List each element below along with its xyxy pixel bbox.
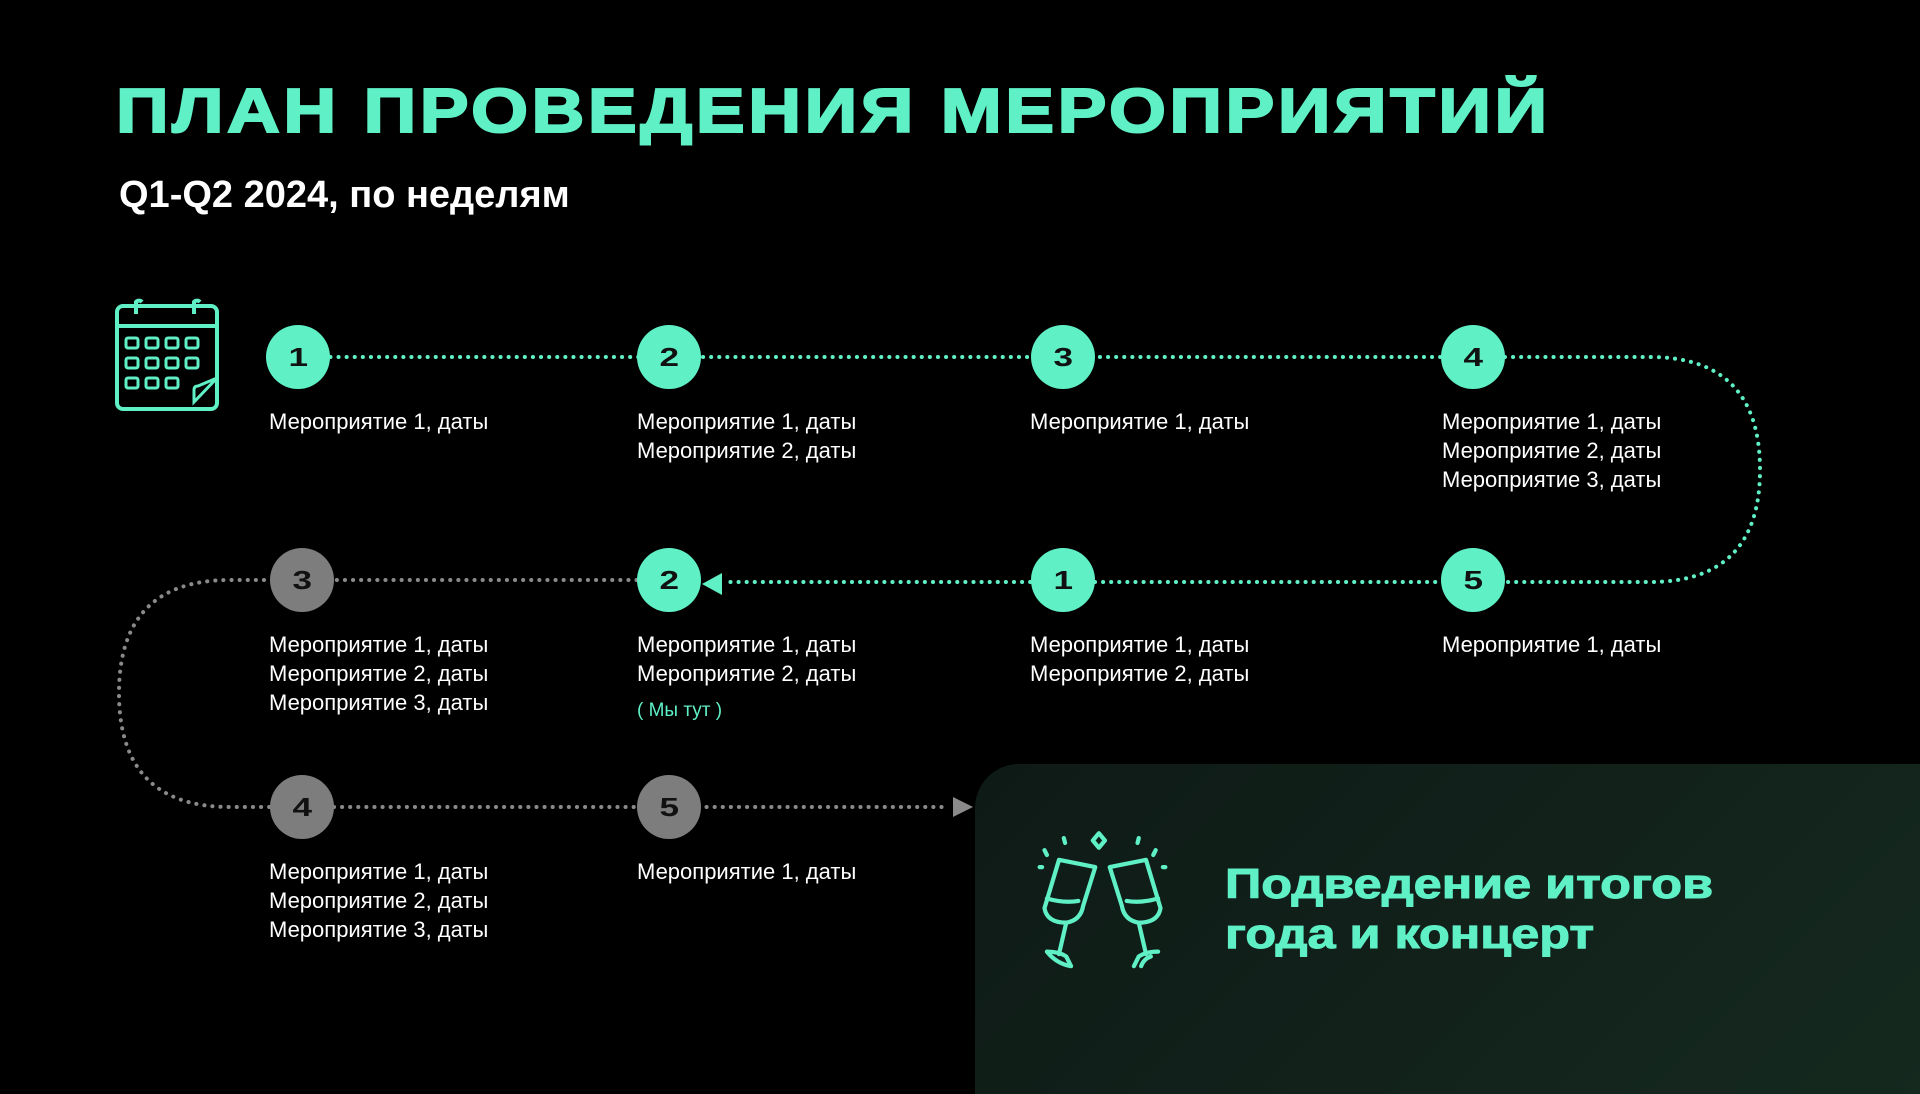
week-marker: 5 [637, 775, 701, 839]
calendar-icon [115, 298, 219, 411]
week-marker: 2 [637, 548, 701, 612]
page-subtitle: Q1-Q2 2024, по неделям [119, 174, 570, 216]
week-number: 1 [288, 341, 308, 372]
week-marker: 3 [1031, 325, 1095, 389]
week-number: 5 [659, 791, 679, 822]
week-number: 2 [659, 341, 679, 372]
final-event-title-line1: Подведение итогов [1224, 860, 1714, 908]
week-marker: 3 [270, 548, 334, 612]
week-number: 3 [292, 564, 312, 595]
week-number: 3 [1053, 341, 1073, 372]
event-item: Мероприятие 2, даты [269, 661, 489, 686]
event-item: Мероприятие 2, даты [1030, 661, 1250, 686]
week-marker: 4 [1441, 325, 1505, 389]
page-title: ПЛАН ПРОВЕДЕНИЯ МЕРОПРИЯТИЙ [115, 76, 1551, 147]
event-item: Мероприятие 2, даты [637, 661, 857, 686]
event-item: Мероприятие 3, даты [1442, 467, 1662, 492]
final-event-card: Подведение итогов года и концерт [975, 764, 1920, 1094]
week-events: Мероприятие 1, даты [1442, 630, 1661, 659]
arrow-current-icon [702, 573, 722, 595]
week-number: 2 [659, 564, 679, 595]
week-number: 5 [1463, 564, 1483, 595]
week-number: 4 [292, 791, 312, 822]
event-item: Мероприятие 1, даты [637, 859, 857, 884]
week-marker: 2 [637, 325, 701, 389]
week-events: Мероприятие 1, даты [637, 857, 856, 886]
week-marker: 4 [270, 775, 334, 839]
event-item: Мероприятие 1, даты [637, 632, 857, 657]
event-item: Мероприятие 2, даты [637, 438, 857, 463]
event-item: Мероприятие 3, даты [269, 917, 489, 942]
event-item: Мероприятие 1, даты [1030, 409, 1250, 434]
week-number: 1 [1053, 564, 1073, 595]
event-item: Мероприятие 3, даты [269, 690, 489, 715]
week-marker: 1 [1031, 548, 1095, 612]
event-item: Мероприятие 1, даты [1442, 632, 1662, 657]
event-item: Мероприятие 1, даты [269, 632, 489, 657]
event-item: Мероприятие 1, даты [1030, 632, 1250, 657]
week-events: Мероприятие 1, даты [1030, 407, 1249, 436]
event-item: Мероприятие 1, даты [269, 409, 489, 434]
event-item: Мероприятие 2, даты [269, 888, 489, 913]
timeline-segment-row1 [296, 355, 1763, 584]
event-item: Мероприятие 1, даты [269, 859, 489, 884]
week-events: Мероприятие 1, даты [269, 407, 488, 436]
event-item: Мероприятие 2, даты [1442, 438, 1662, 463]
week-marker: 1 [266, 325, 330, 389]
event-item: Мероприятие 1, даты [637, 409, 857, 434]
final-event-title-line2: года и концерт [1224, 910, 1595, 958]
arrow-end-icon [953, 797, 973, 817]
event-item: Мероприятие 1, даты [1442, 409, 1662, 434]
champagne-glasses-icon [1037, 831, 1168, 969]
week-marker: 5 [1441, 548, 1505, 612]
week-number: 4 [1463, 341, 1483, 372]
current-position-label: ( Мы тут ) [637, 700, 723, 721]
